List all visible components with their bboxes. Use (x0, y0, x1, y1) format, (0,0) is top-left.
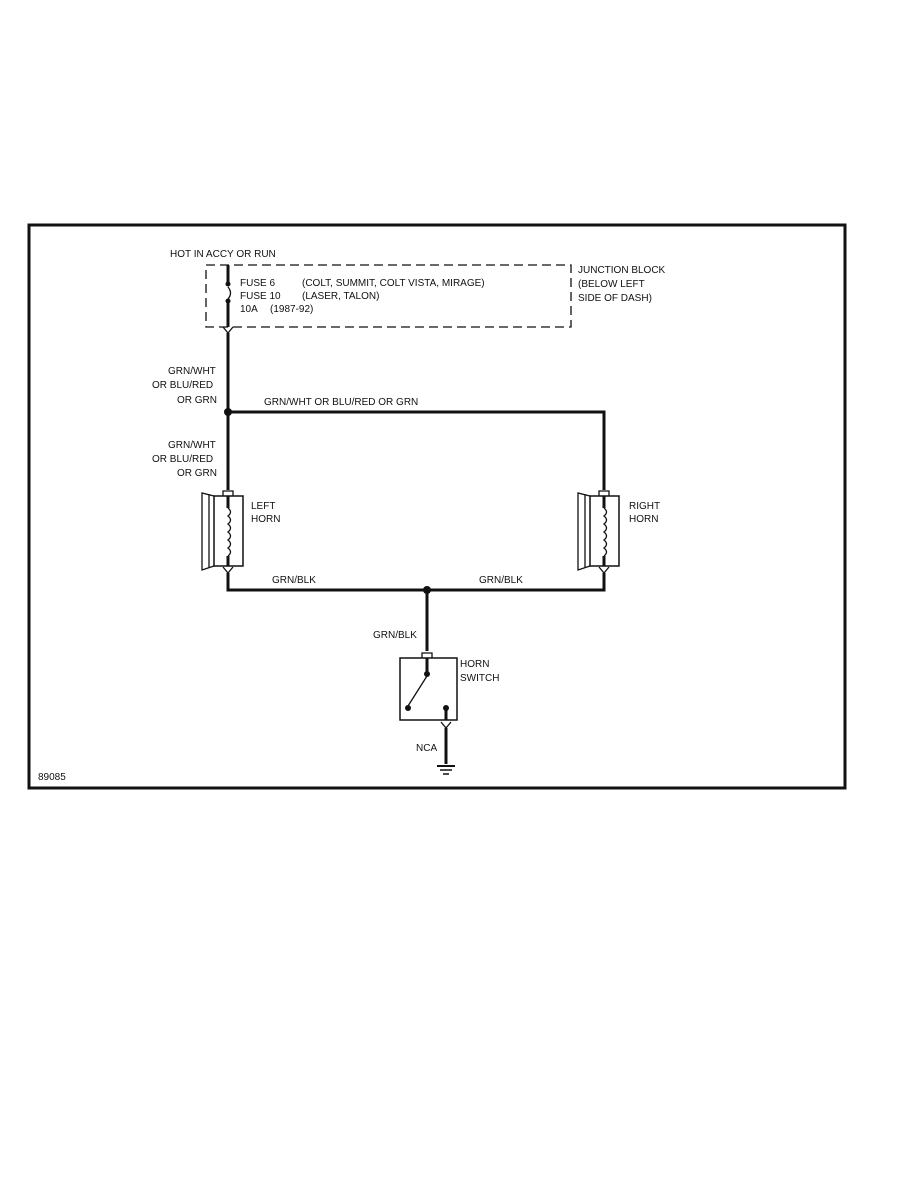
switch-feed-label: GRN/BLK (373, 630, 417, 641)
horn-switch-label-1: HORN (460, 659, 489, 670)
horn-ground-wire (226, 573, 606, 592)
horn-switch: HORN SWITCH (399, 652, 499, 721)
junction-block: HOT IN ACCY OR RUN FUSE 6 (COLT, SUMMIT,… (170, 249, 666, 328)
right-horn: RIGHT HORN (577, 490, 660, 575)
fuse-10-label: FUSE 10 (240, 291, 281, 302)
fuse-years: (1987-92) (270, 304, 313, 315)
diagram-frame (27, 223, 847, 790)
switch-arm-icon (407, 675, 428, 707)
junction-block-label-1: JUNCTION BLOCK (578, 265, 666, 276)
horn-switch-top-connector (421, 652, 433, 658)
right-horn-label-2: HORN (629, 514, 658, 525)
left-horn-coil-icon (226, 507, 232, 557)
right-branch-wire (228, 410, 606, 490)
junction-block-label-3: SIDE OF DASH) (578, 293, 652, 304)
left-horn-top-connector (222, 490, 234, 496)
left-horn: LEFT HORN (201, 490, 280, 575)
fuse-symbol (227, 286, 232, 300)
left-horn-bell-icon (201, 492, 215, 571)
switch-contact-lower-left (405, 705, 411, 711)
fuse-6-terminal (225, 281, 231, 287)
ground-right-label: GRN/BLK (479, 575, 523, 586)
right-horn-bell-icon (577, 492, 591, 571)
figure-id: 89085 (38, 772, 66, 783)
switch-ground-connector (440, 721, 452, 730)
ground-left-label: GRN/BLK (272, 575, 316, 586)
right-horn-label-1: RIGHT (629, 501, 660, 512)
right-horn-top-connector (598, 490, 610, 496)
right-horn-bottom-connector (598, 566, 610, 575)
fuse-10-models: (LASER, TALON) (302, 291, 379, 302)
junction-block-label-2: (BELOW LEFT (578, 279, 645, 290)
right-horn-coil-icon (602, 507, 608, 557)
left-horn-label-2: HORN (251, 514, 280, 525)
connector-junction-out (222, 326, 234, 335)
feed-lower-label-1: GRN/WHT (168, 440, 216, 451)
feed-upper-label-1: GRN/WHT (168, 366, 216, 377)
ground-icon (437, 765, 455, 775)
feed-lower-label-2: OR BLU/RED (152, 454, 213, 465)
power-source-label: HOT IN ACCY OR RUN (170, 249, 276, 260)
feed-upper-label-2: OR BLU/RED (152, 380, 213, 391)
switch-ground-label: NCA (416, 743, 437, 754)
left-horn-label-1: LEFT (251, 501, 275, 512)
left-horn-bottom-connector (222, 566, 234, 575)
fuse-6-label: FUSE 6 (240, 278, 275, 289)
fuse-6-models: (COLT, SUMMIT, COLT VISTA, MIRAGE) (302, 278, 485, 289)
fuse-10-terminal (225, 298, 231, 304)
switch-contact-upper (424, 671, 430, 677)
junction-block-outline (205, 264, 572, 328)
right-branch-label: GRN/WHT OR BLU/RED OR GRN (264, 397, 418, 408)
fuse-rating: 10A (240, 304, 258, 315)
feed-lower-label-3: OR GRN (177, 468, 217, 479)
horn-switch-label-2: SWITCH (460, 673, 499, 684)
feed-upper-label-3: OR GRN (177, 395, 217, 406)
